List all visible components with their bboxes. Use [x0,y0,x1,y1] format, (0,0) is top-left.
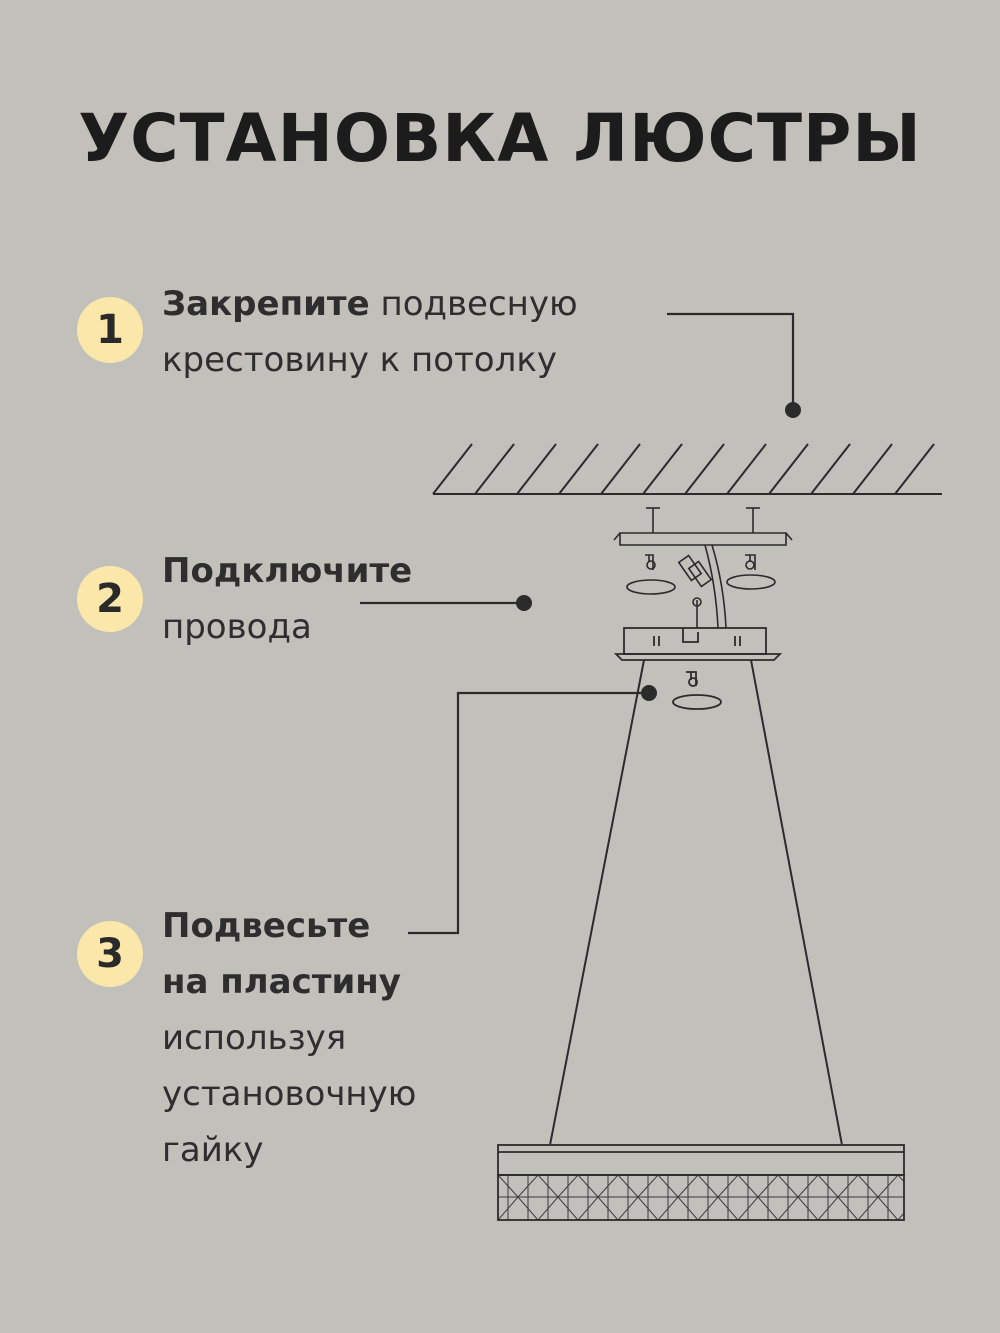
step-3-number: 3 [96,931,124,977]
step-1-bold: Закрепите [162,284,370,324]
step-2-badge: 2 [77,566,143,632]
step-3-line-3: используя [162,1018,347,1058]
step-1-line-2: крестовину к потолку [162,340,558,380]
step-2-text: Подключите провода [162,543,412,655]
step-1-badge: 1 [77,297,143,363]
leader-line-1 [667,312,795,408]
page-title: УСТАНОВКА ЛЮСТРЫ [78,100,922,177]
step-1-line-1: Закрепите подвесную [162,276,578,332]
leader-dot-3 [641,685,657,701]
step-2-bold: Подключите [162,551,413,591]
step-3-bold: Подвесьте [162,906,371,946]
step-3-line-4: установочную [162,1074,417,1114]
leader-dot-2 [516,595,532,611]
step-2-line-2: провода [162,607,312,647]
lamp-ring [497,1144,905,1221]
step-1-text: Закрепите подвесную крестовину к потолку [162,276,578,388]
step-2-number: 2 [96,576,124,622]
canopy [613,627,783,710]
step-3-line-5: гайку [162,1130,264,1170]
step-3-text: Подвесьте на пластину используя установо… [162,898,416,1178]
leader-dot-1 [785,402,801,418]
mounting-bracket [613,507,793,595]
step-3-bold-2: на пластину [162,962,401,1002]
leader-line-3 [408,691,645,935]
ceiling [432,443,942,495]
step-3-badge: 3 [77,921,143,987]
suspension-cables [549,659,843,1146]
wire-connectors [677,544,727,629]
step-1-rest: подвесную [369,284,578,324]
step-1-number: 1 [96,307,124,353]
